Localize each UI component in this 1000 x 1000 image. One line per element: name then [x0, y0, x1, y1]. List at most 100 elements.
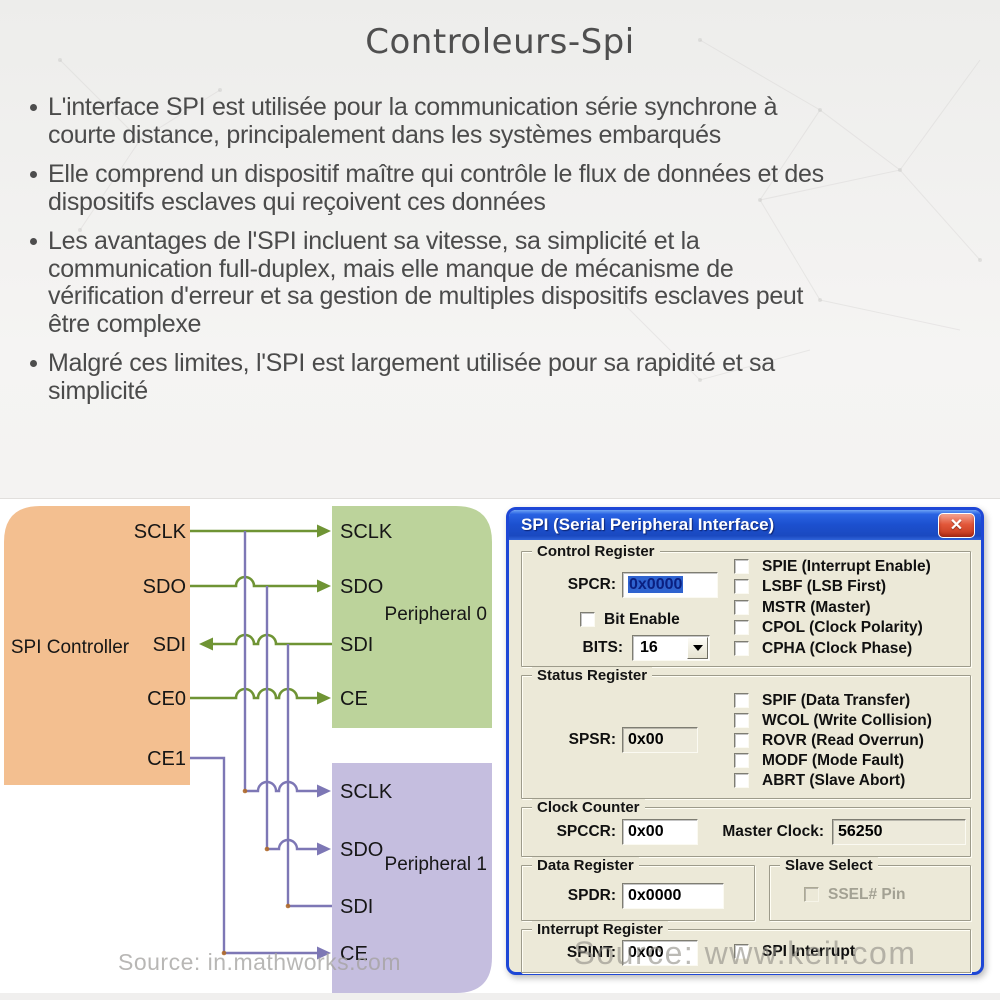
controller-pin-sclk: SCLK: [134, 521, 187, 543]
peripheral0-pin-sdi: SDI: [340, 634, 373, 656]
bullet-text: Malgré ces limites, l'SPI est largement …: [48, 349, 775, 405]
spdr-value: 0x0000: [628, 887, 682, 904]
bits-dropdown[interactable]: 16: [632, 635, 710, 661]
rovr-checkbox[interactable]: [734, 733, 749, 748]
close-icon: ✕: [949, 516, 964, 534]
bullet-text: Elle comprend un dispositif maître qui c…: [48, 160, 824, 216]
bullet-dot: [30, 171, 37, 178]
spif-checkbox[interactable]: [734, 693, 749, 708]
data-register-group: Data Register SPDR: 0x0000: [521, 857, 755, 921]
peripheral0-pin-sclk: SCLK: [340, 521, 393, 543]
spsr-field[interactable]: 0x00: [622, 727, 698, 753]
spie-label: SPIE (Interrupt Enable): [762, 558, 931, 575]
bits-value: 16: [640, 639, 658, 656]
clock-counter-group: Clock Counter SPCCR: 0x00 Master Clock: …: [521, 799, 971, 857]
peripheral0-label: Peripheral 0: [385, 604, 487, 625]
bullet-text: L'interface SPI est utilisée pour la com…: [48, 93, 778, 149]
peripheral1-pin-sdo: SDO: [340, 839, 383, 861]
bullet-item: L'interface SPI est utilisée pour la com…: [30, 93, 980, 149]
peripheral1-pin-sdi: SDI: [340, 896, 373, 918]
spsr-label: SPSR:: [568, 731, 616, 748]
green-wires: [190, 529, 332, 700]
spccr-label: SPCCR:: [556, 823, 616, 840]
spie-checkbox[interactable]: [734, 559, 749, 574]
wcol-label: WCOL (Write Collision): [762, 712, 932, 729]
controller-pin-sdo: SDO: [143, 576, 186, 598]
spint-label: SPINT:: [566, 944, 616, 961]
spccr-field[interactable]: 0x00: [622, 819, 698, 845]
spcr-label: SPCR:: [567, 576, 616, 593]
modf-label: MODF (Mode Fault): [762, 752, 905, 769]
cpol-checkbox[interactable]: [734, 620, 749, 635]
abrt-checkbox[interactable]: [734, 773, 749, 788]
chevron-down-icon: [692, 645, 703, 651]
bits-label: BITS:: [582, 639, 623, 656]
spint-value: 0x00: [628, 944, 664, 961]
peripheral0-box: [332, 506, 492, 728]
master-clock-label: Master Clock:: [722, 823, 824, 840]
data-register-title: Data Register: [532, 857, 639, 874]
control-register-title: Control Register: [532, 543, 660, 560]
cpha-label: CPHA (Clock Phase): [762, 640, 913, 657]
purple-arrowheads: [317, 784, 331, 960]
clock-counter-title: Clock Counter: [532, 799, 645, 816]
master-clock-field: 56250: [832, 819, 966, 845]
peripheral0-pin-ce: CE: [340, 688, 368, 710]
control-register-group: Control Register SPCR: 0x0000 Bit Enable…: [521, 543, 971, 667]
bullet-dot: [30, 104, 37, 111]
green-arrowheads: [199, 524, 331, 705]
bullet-dot: [30, 238, 37, 245]
controller-pin-ce1: CE1: [147, 748, 186, 770]
spdr-label: SPDR:: [567, 887, 616, 904]
page-title: Controleurs-Spi: [365, 22, 635, 62]
bullet-item: Elle comprend un dispositif maître qui c…: [30, 160, 980, 216]
mstr-label: MSTR (Master): [762, 599, 871, 616]
controller-pin-ce0: CE0: [147, 688, 186, 710]
peripheral1-pin-sclk: SCLK: [340, 781, 393, 803]
spi-interrupt-checkbox[interactable]: [734, 944, 749, 959]
modf-checkbox[interactable]: [734, 753, 749, 768]
spint-field[interactable]: 0x00: [622, 940, 698, 966]
cpha-checkbox[interactable]: [734, 641, 749, 656]
spccr-value: 0x00: [628, 823, 664, 840]
dropdown-arrow-button[interactable]: [687, 637, 708, 659]
lsbf-label: LSBF (LSB First): [762, 578, 886, 595]
close-button[interactable]: ✕: [938, 513, 975, 538]
spcr-field[interactable]: 0x0000: [622, 572, 718, 598]
mstr-checkbox[interactable]: [734, 600, 749, 615]
interrupt-register-group: Interrupt Register SPINT: 0x00 SPI Inter…: [521, 921, 971, 973]
bit-enable-label: Bit Enable: [604, 611, 680, 628]
master-clock-value: 56250: [838, 823, 883, 840]
controller-pin-sdi: SDI: [153, 634, 186, 656]
spsr-value: 0x00: [628, 731, 664, 748]
spi-interrupt-label: SPI Interrupt: [762, 943, 856, 960]
peripheral1-label: Peripheral 1: [385, 854, 487, 875]
cpol-label: CPOL (Clock Polarity): [762, 619, 923, 636]
peripheral0-pin-sdo: SDO: [340, 576, 383, 598]
spi-wiring-diagram: SCLK SDO SDI CE0 CE1 SCLK SDO SDI CE SCL…: [4, 506, 492, 993]
spif-label: SPIF (Data Transfer): [762, 692, 911, 709]
status-register-group: Status Register SPSR: 0x00 SPIF (Data Tr…: [521, 667, 971, 799]
bullet-list: L'interface SPI est utilisée pour la com…: [30, 93, 980, 417]
bullet-item: Les avantages de l'SPI incluent sa vites…: [30, 227, 980, 338]
interrupt-register-title: Interrupt Register: [532, 921, 668, 938]
ssel-pin-label: SSEL# Pin: [828, 886, 906, 903]
spi-controller-box: [4, 506, 190, 785]
slave-select-title: Slave Select: [780, 857, 878, 874]
spdr-field[interactable]: 0x0000: [622, 883, 724, 909]
dialog-titlebar[interactable]: SPI (Serial Peripheral Interface) ✕: [509, 510, 981, 540]
spi-dialog-window: SPI (Serial Peripheral Interface) ✕ Cont…: [506, 507, 984, 975]
bullet-text: Les avantages de l'SPI incluent sa vites…: [48, 227, 804, 338]
bit-enable-checkbox[interactable]: [580, 612, 595, 627]
status-register-title: Status Register: [532, 667, 653, 684]
spi-controller-label: SPI Controller: [11, 637, 130, 658]
mathworks-watermark: Source: in.mathworks.com: [118, 949, 401, 975]
bullet-dot: [30, 360, 37, 367]
dialog-title: SPI (Serial Peripheral Interface): [521, 515, 775, 534]
ssel-pin-checkbox: [804, 887, 819, 902]
wcol-checkbox[interactable]: [734, 713, 749, 728]
lsbf-checkbox[interactable]: [734, 579, 749, 594]
purple-wires: [190, 531, 332, 955]
slave-select-group: Slave Select SSEL# Pin: [769, 857, 971, 921]
